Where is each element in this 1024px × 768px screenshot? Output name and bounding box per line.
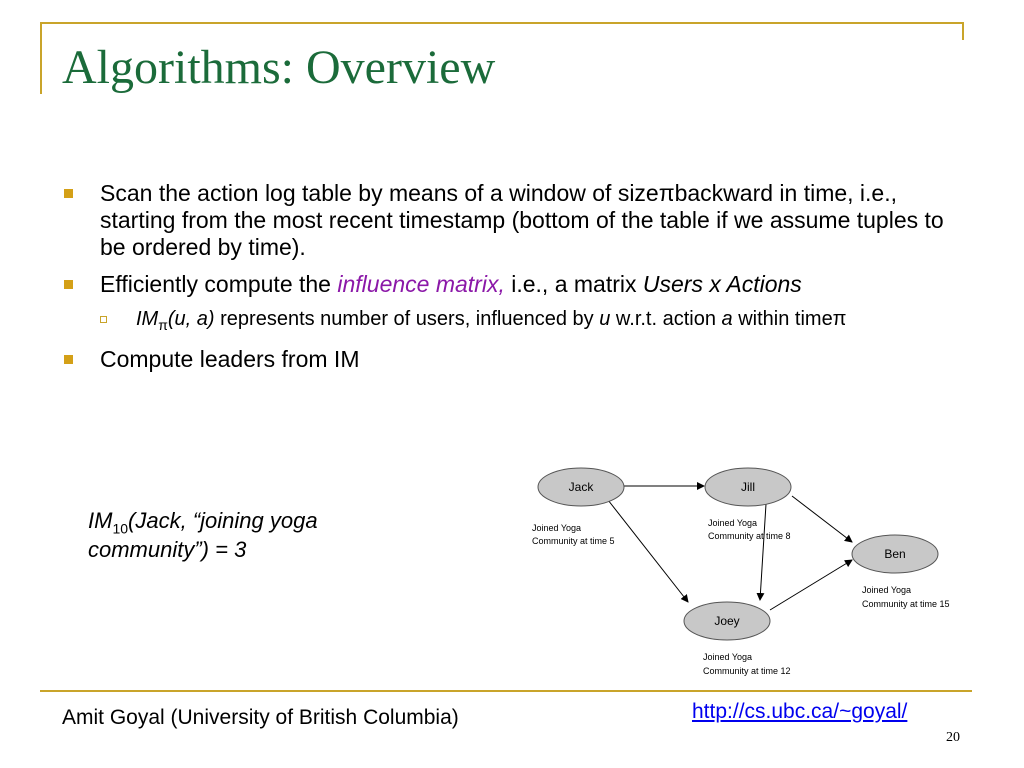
var-u: u xyxy=(599,308,611,330)
square-bullet-icon xyxy=(64,189,73,198)
footer-divider xyxy=(40,690,972,692)
bullet-scan-text: Scan the action log table by means of a … xyxy=(100,180,944,260)
top-border xyxy=(40,22,964,24)
sub-text-2: w.r.t. action xyxy=(610,308,722,330)
caption-jill-2: Community at time 8 xyxy=(708,531,791,541)
bullet-matrix-text-mid: i.e., a matrix xyxy=(504,271,643,297)
caption-jill-1: Joined Yoga xyxy=(708,518,757,528)
im-subscript: π xyxy=(158,317,168,333)
sub-text-3: within timeπ xyxy=(732,308,847,330)
caption-jack-1: Joined Yoga xyxy=(532,523,581,533)
im-example: IM10(Jack, “joining yoga community”) = 3 xyxy=(88,508,388,563)
node-jill-label: Jill xyxy=(741,480,755,494)
bullet-matrix-text-pre: Efficiently compute the xyxy=(100,271,338,297)
im-example-rest: (Jack, “joining yoga community”) = 3 xyxy=(88,508,318,563)
node-ben xyxy=(851,534,939,574)
footer-homepage-link[interactable]: http://cs.ubc.ca/~goyal/ xyxy=(692,700,908,723)
caption-ben-1: Joined Yoga xyxy=(862,585,911,595)
var-a: a xyxy=(721,308,733,330)
node-joey-label: Joey xyxy=(714,614,739,628)
bullet-compute-matrix: Efficiently compute the influence matrix… xyxy=(62,271,962,298)
sub-text-1: represents number of users, influenced b… xyxy=(214,308,600,330)
hollow-square-bullet-icon xyxy=(100,316,107,323)
influence-graph: Jack Jill Ben Joey Joined Yoga Community… xyxy=(532,467,950,676)
caption-ben-2: Community at time 15 xyxy=(862,599,950,609)
caption-joey-2: Community at time 12 xyxy=(703,666,791,676)
slide-title: Algorithms: Overview xyxy=(62,41,496,94)
square-bullet-icon xyxy=(64,355,73,364)
node-joey xyxy=(683,601,771,641)
edge-jill-joey xyxy=(756,503,767,601)
edge-joey-ben xyxy=(769,559,853,611)
node-ben-label: Ben xyxy=(884,547,905,561)
page-number: 20 xyxy=(946,730,960,745)
square-bullet-icon xyxy=(64,280,73,289)
edge-jack-joey xyxy=(607,499,689,603)
im-symbol: IM xyxy=(136,308,159,330)
caption-jack-2: Community at time 5 xyxy=(532,536,615,546)
im-example-symbol: IM xyxy=(88,508,113,533)
edge-jill-ben xyxy=(791,495,853,543)
node-jack-label: Jack xyxy=(569,480,595,494)
bullet-leaders: Compute leaders from IM xyxy=(62,346,962,373)
im-example-subscript: 10 xyxy=(112,520,129,537)
bullet-leaders-text: Compute leaders from IM xyxy=(100,346,360,372)
users-actions-term: Users x Actions xyxy=(642,271,802,297)
influence-matrix-term: influence matrix, xyxy=(337,271,505,297)
footer-author: Amit Goyal (University of British Columb… xyxy=(62,706,459,729)
left-border xyxy=(40,22,42,94)
caption-joey-1: Joined Yoga xyxy=(703,652,752,662)
right-border xyxy=(962,22,964,40)
bullet-scan: Scan the action log table by means of a … xyxy=(62,180,962,261)
slide-body: Scan the action log table by means of a … xyxy=(62,180,962,383)
sub-bullet-im: IMπ(u, a) represents number of users, in… xyxy=(62,308,962,336)
node-jill xyxy=(704,467,792,507)
node-jack xyxy=(537,467,625,507)
im-args: (u, a) xyxy=(167,308,215,330)
